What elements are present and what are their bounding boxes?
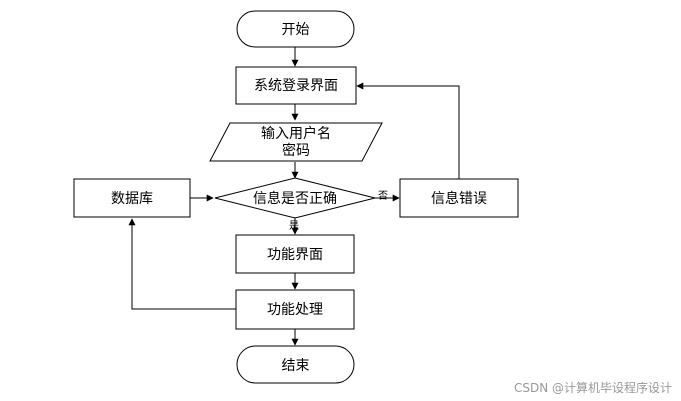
input-parallelogram <box>209 122 383 162</box>
database-label: 数据库 <box>111 191 153 207</box>
error-label: 信息错误 <box>431 190 487 207</box>
edge-label-no: 否 <box>378 190 388 202</box>
error-node <box>399 178 519 218</box>
start-label: 开始 <box>282 22 310 38</box>
edge-error-login <box>356 82 460 179</box>
edge-label-yes: 是 <box>289 220 299 232</box>
check-label: 信息是否正确 <box>253 190 337 207</box>
database-node <box>73 178 191 218</box>
edge-process-database <box>128 218 236 310</box>
login-process <box>235 66 357 105</box>
function-page-label: 功能界面 <box>267 247 323 263</box>
function-process-node <box>235 289 355 330</box>
input-label-line2: 密码 <box>282 142 310 159</box>
login-label: 系统登录界面 <box>254 78 338 94</box>
watermark: CSDN @计算机毕设程序设计 <box>514 380 672 395</box>
start-terminator <box>236 10 355 48</box>
function-page-node <box>235 234 355 274</box>
end-label: 结束 <box>282 358 310 374</box>
end-terminator <box>236 345 355 384</box>
check-decision <box>214 177 376 219</box>
function-process-label: 功能处理 <box>267 302 323 318</box>
input-label-line1: 输入用户名 <box>261 125 331 142</box>
